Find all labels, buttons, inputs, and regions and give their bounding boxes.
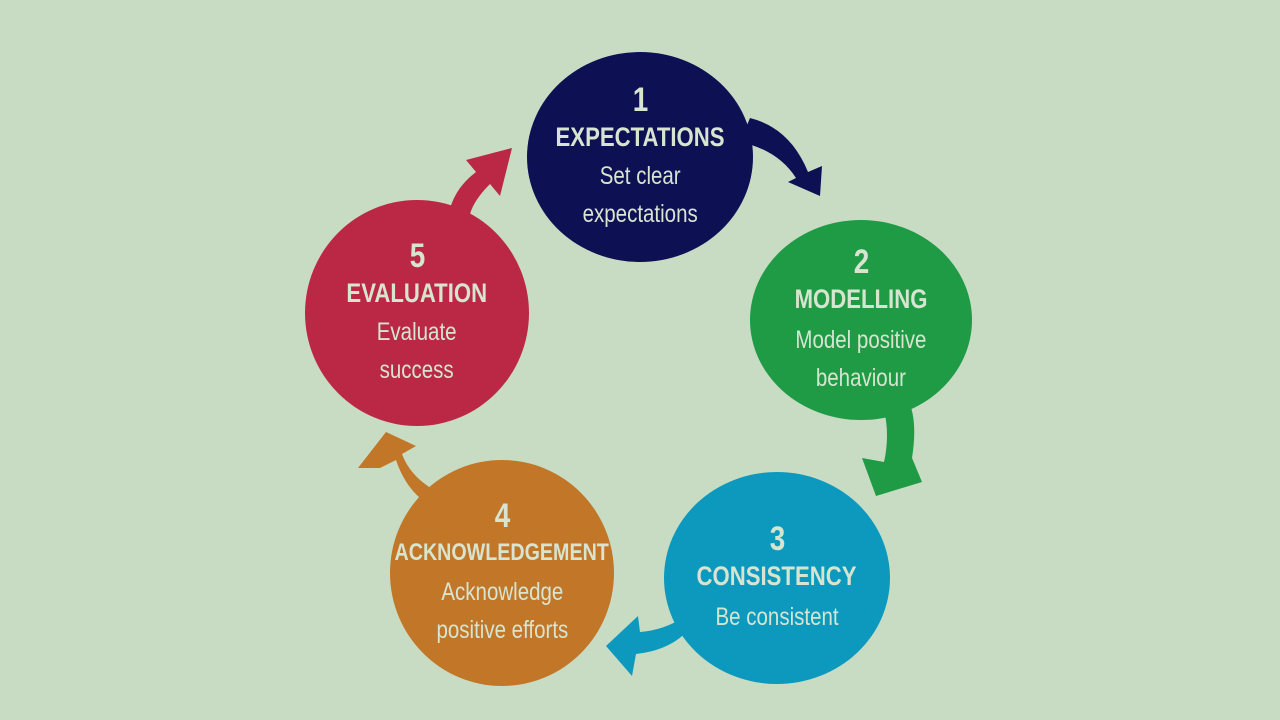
- step-3-number: 3: [769, 520, 785, 558]
- step-4-circle: 4 ACKNOWLEDGEMENT Acknowledge positive e…: [390, 460, 614, 686]
- step-1-title: EXPECTATIONS: [555, 122, 725, 152]
- step-4-number: 4: [494, 497, 510, 535]
- step-5-title: EVALUATION: [346, 278, 488, 308]
- step-4-description: Acknowledge positive efforts: [436, 578, 568, 644]
- arrow-1-to-2: [740, 118, 822, 196]
- step-2-circle: 2 MODELLING Model positive behaviour: [750, 220, 972, 420]
- step-2-number: 2: [853, 243, 869, 281]
- arrow-4-to-5: [358, 432, 434, 498]
- step-4-title: ACKNOWLEDGEMENT: [394, 539, 610, 566]
- step-5-circle: 5 EVALUATION Evaluate success: [305, 200, 529, 426]
- arrow-2-to-3: [862, 400, 922, 496]
- step-2-title: MODELLING: [794, 284, 928, 314]
- step-1-number: 1: [632, 81, 648, 119]
- arrow-3-to-4: [606, 616, 690, 676]
- step-2-description: Model positive behaviour: [795, 326, 927, 392]
- step-3-circle: 3 CONSISTENCY Be consistent: [664, 472, 890, 684]
- step-1-description: Set clear expectations: [582, 162, 698, 228]
- step-3-description: Be consistent: [715, 603, 839, 631]
- step-5-description: Evaluate success: [377, 318, 457, 384]
- step-5-number: 5: [409, 237, 425, 275]
- step-3-title: CONSISTENCY: [697, 561, 857, 591]
- arrow-5-to-1: [448, 148, 512, 218]
- step-1-circle: 1 EXPECTATIONS Set clear expectations: [527, 52, 753, 262]
